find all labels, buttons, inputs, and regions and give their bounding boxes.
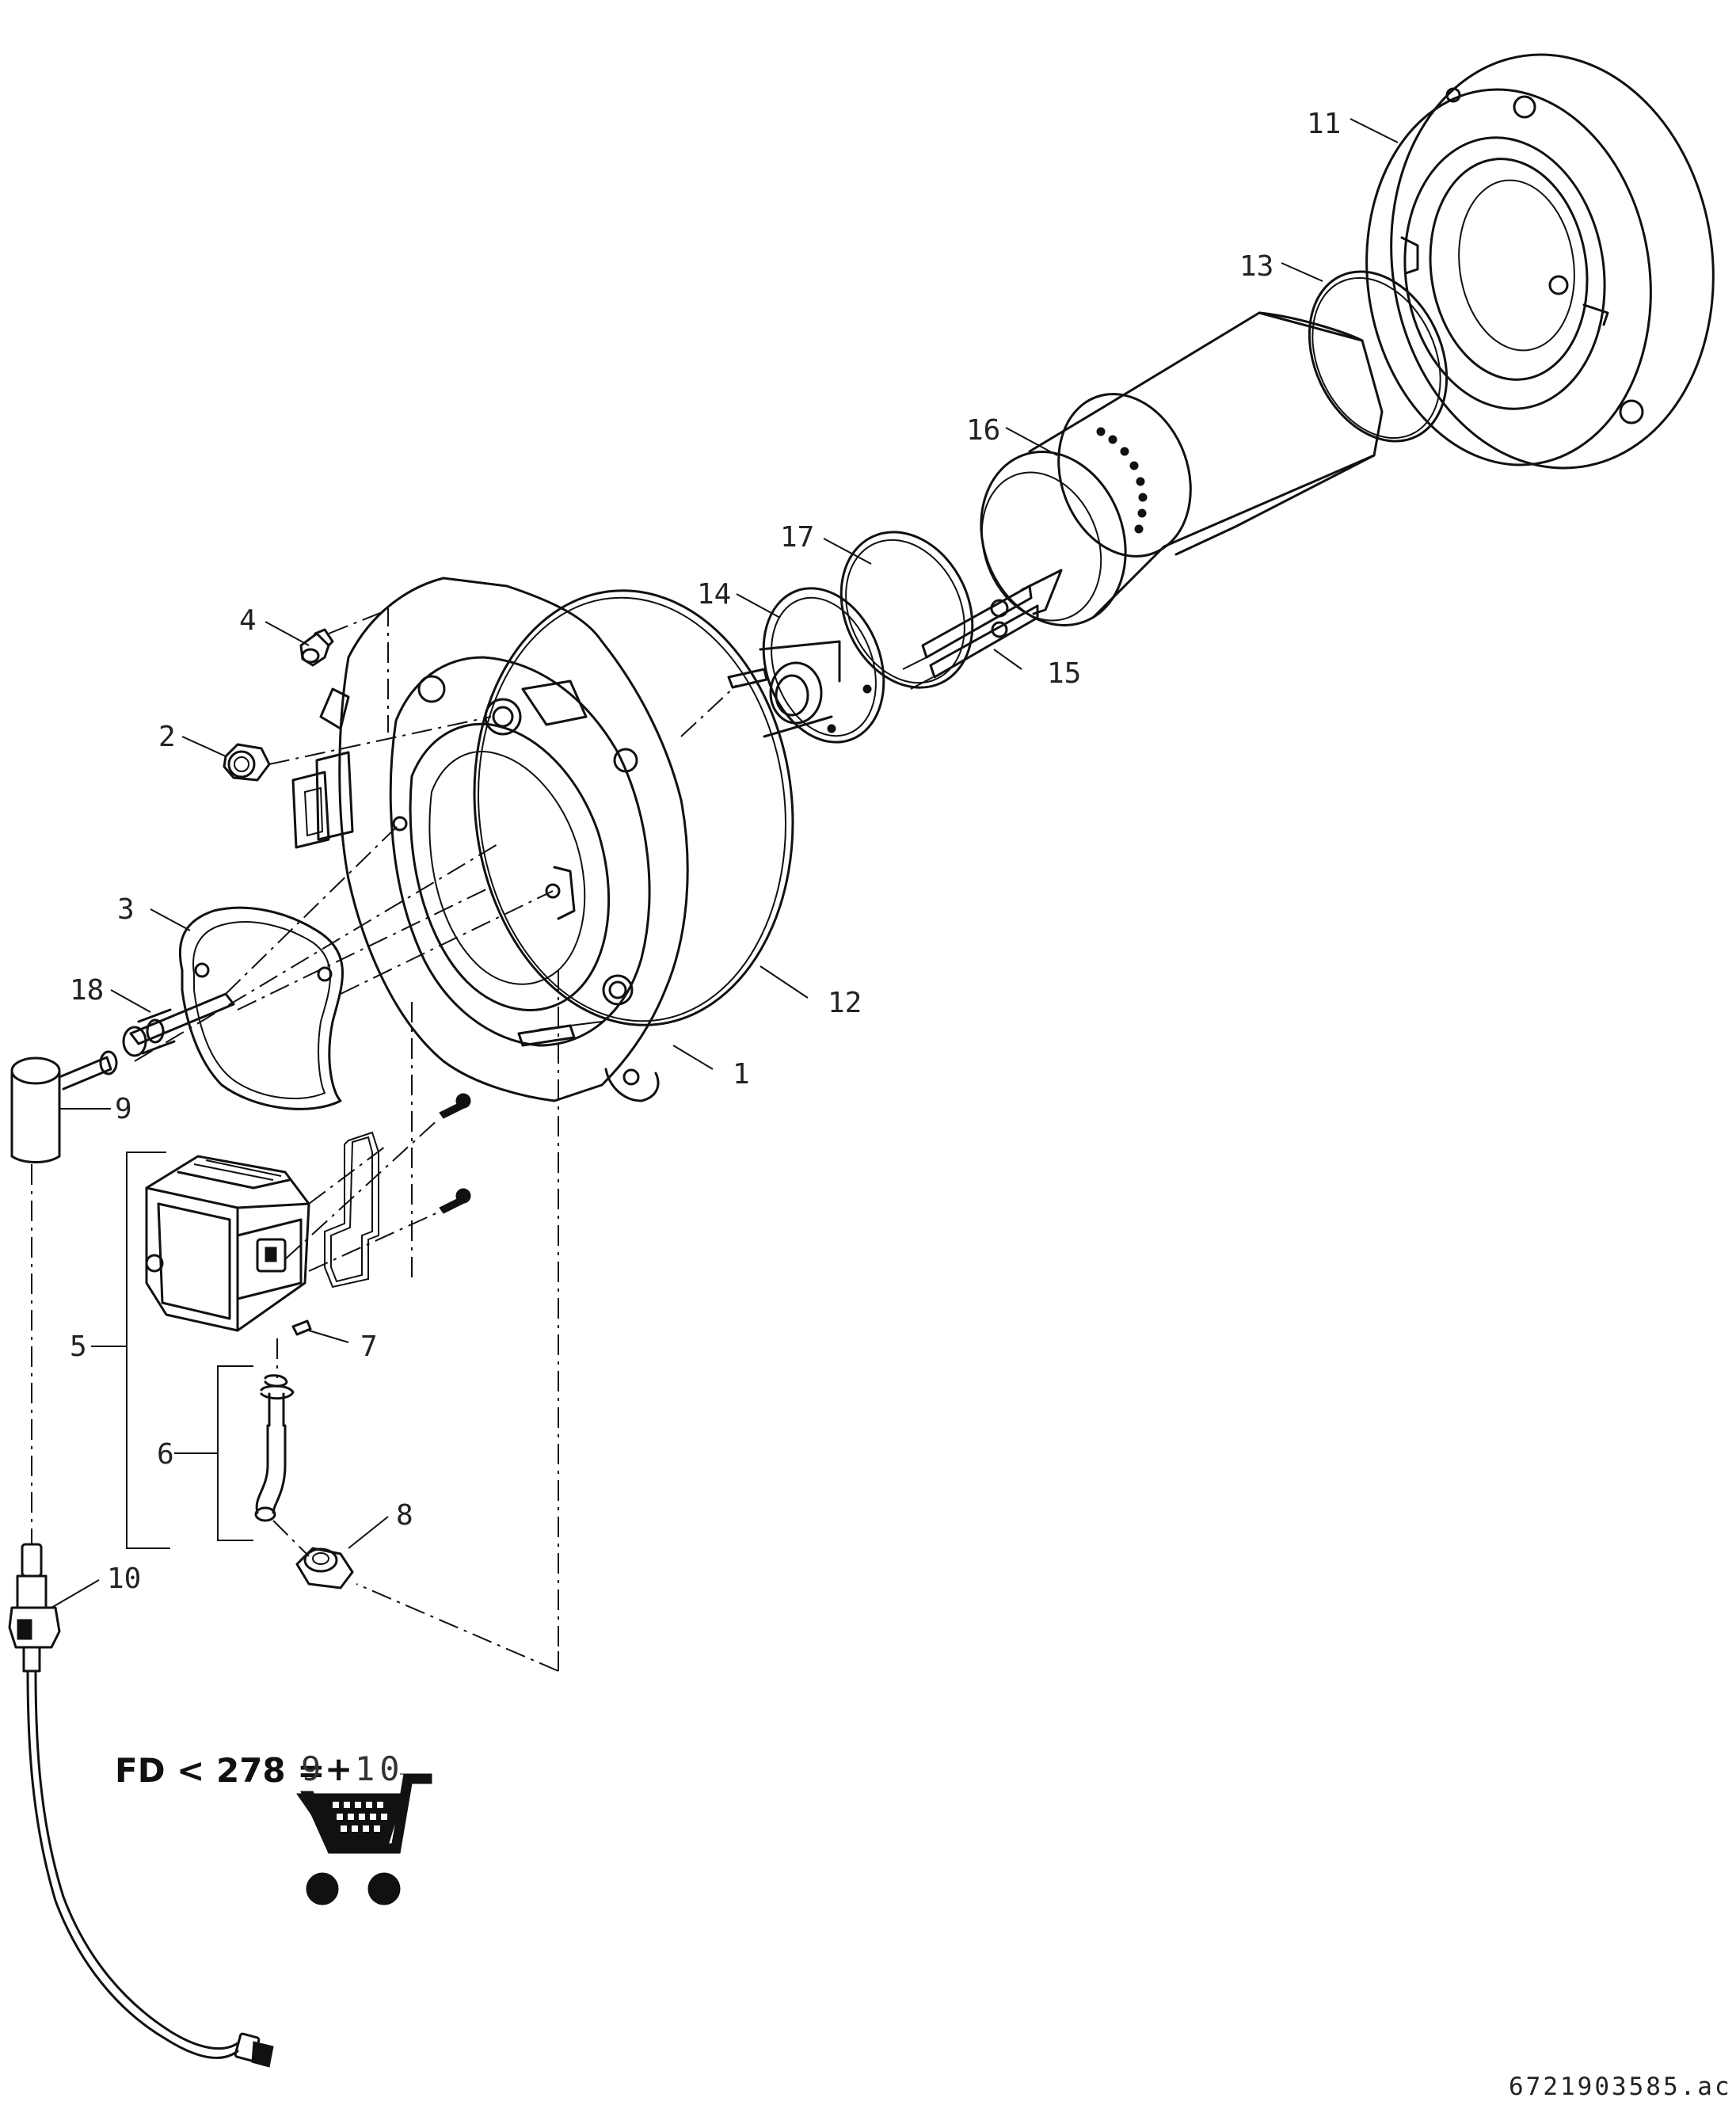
drawing-number: 6721903585.ac: [1509, 2073, 1732, 2101]
part-2-plug: [223, 743, 271, 782]
part-5-control-unit: [145, 1155, 310, 1332]
part-3-flange-gasket: [178, 906, 344, 1110]
part-16-flame-tube: [980, 311, 1384, 626]
callout-1: 1: [733, 1058, 750, 1091]
part-4-nipple: [299, 628, 334, 667]
callout-12: 12: [828, 987, 862, 1019]
leader-lines: [51, 118, 1399, 1608]
callout-17: 17: [780, 521, 814, 554]
bracket-plate: [324, 1131, 379, 1289]
order-note-part-b: 10: [355, 1749, 405, 1788]
part-1-burner-housing: [291, 577, 689, 1102]
callout-18: 18: [70, 974, 104, 1007]
part-6-hose: [254, 1374, 295, 1522]
callout-10: 10: [107, 1563, 141, 1595]
part-17-seal: [839, 531, 974, 689]
callout-2: 2: [158, 721, 176, 753]
part-8-fitting: [295, 1547, 354, 1589]
callout-4: 4: [239, 604, 257, 637]
callout-13: 13: [1239, 250, 1273, 283]
callout-3: 3: [117, 893, 135, 926]
shopping-cart-icon: [296, 1773, 432, 1905]
screw-bottom: [439, 1188, 471, 1214]
part-12-gasket: [473, 589, 794, 1026]
part-9-cap: [10, 1050, 118, 1163]
order-note-part-a: 9: [301, 1749, 326, 1788]
alignment-lines: [31, 606, 737, 1672]
callout-9: 9: [115, 1093, 132, 1125]
part-10-sensor-cable: [8, 1543, 274, 2068]
part-15-ignition-electrode: [902, 569, 1063, 690]
callout-5: 5: [70, 1330, 87, 1363]
part-7-screw: [291, 1319, 312, 1336]
callout-7: 7: [360, 1330, 378, 1363]
callout-6: 6: [157, 1438, 174, 1471]
part-11-flange: [1365, 53, 1715, 470]
callout-11: 11: [1307, 108, 1341, 140]
part-14-burner-disc: [727, 587, 885, 744]
order-note: FD < 278 = 9 + 10: [115, 1749, 432, 1905]
order-note-prefix: FD < 278 =: [115, 1751, 325, 1790]
callout-8: 8: [396, 1499, 413, 1532]
screw-top: [439, 1093, 471, 1119]
callout-15: 15: [1047, 657, 1081, 690]
callout-16: 16: [966, 414, 1000, 447]
part-18-sensor-holder: [122, 992, 235, 1057]
order-note-plus: +: [325, 1749, 352, 1788]
callout-14: 14: [697, 578, 731, 611]
callout-labels: 11 13 16 17 14 15 12 1 4 2 3 18 9 5 7 6 …: [70, 108, 1341, 1595]
part-13-gasket-ring: [1308, 270, 1449, 443]
flame-tube-perforations: [1096, 427, 1148, 534]
